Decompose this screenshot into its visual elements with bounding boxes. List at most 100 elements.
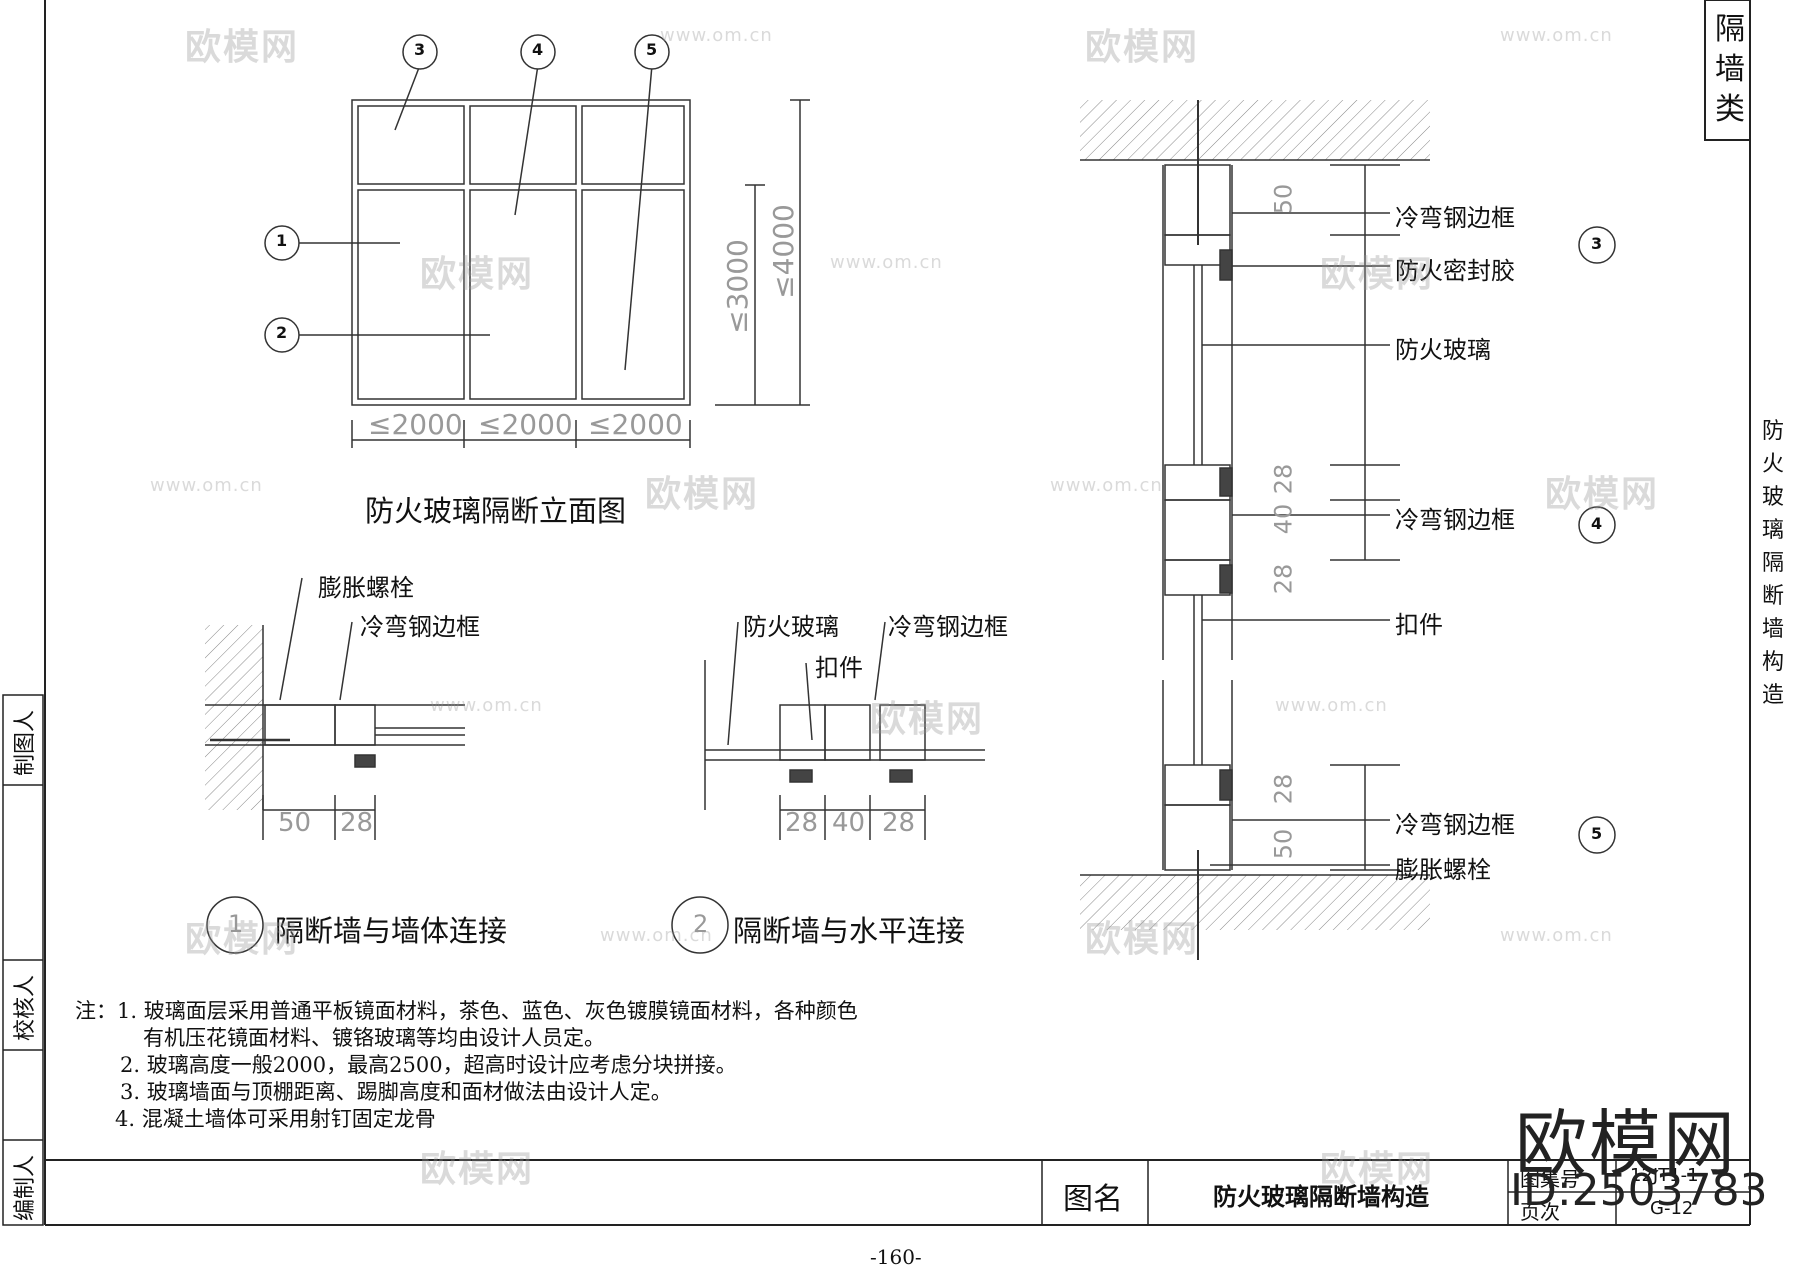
title-block-atlas-value: 12JT1-1 <box>1630 1165 1699 1186</box>
watermark-brand: 欧模网 <box>645 474 760 515</box>
detail-1-number: 1 <box>228 910 244 938</box>
detail-1-drawing <box>205 577 465 840</box>
elevation-callouts <box>264 34 670 353</box>
watermark-logo: 欧模网 <box>1515 1102 1738 1186</box>
callout-5-section <box>1578 816 1616 854</box>
detail-1-label-frame: 冷弯钢边框 <box>360 613 480 641</box>
section-dim-5: 28 <box>1269 773 1298 805</box>
detail-1-dim-2: 28 <box>340 808 374 838</box>
watermark-brand: 欧模网 <box>185 919 300 960</box>
callout-2-label: 2 <box>276 323 288 342</box>
title-block-page-label: 页次 <box>1520 1200 1560 1224</box>
detail-1-label-bolt: 膨胀螺栓 <box>318 574 414 602</box>
callout-5-label: 5 <box>646 40 658 59</box>
page-number: -160- <box>870 1245 922 1269</box>
note-4: 4. 混凝土墙体可采用射钉固定龙骨 <box>115 1107 436 1131</box>
watermark-brand: 欧模网 <box>185 27 300 68</box>
watermark-id: ID:2503783 <box>1510 1165 1768 1216</box>
detail-2-dim-1: 28 <box>785 808 819 838</box>
strip-drafter: 制图人 <box>13 709 39 777</box>
watermark-url: www.om.cn <box>430 695 543 716</box>
watermark-url: www.om.cn <box>1500 25 1613 46</box>
section-dim-3: 40 <box>1269 503 1298 535</box>
section-label-frame-top: 冷弯钢边框 <box>1395 204 1515 232</box>
watermark-brand: 欧模网 <box>1545 474 1660 515</box>
callout-4 <box>520 34 556 70</box>
strip-checker: 校核人 <box>13 974 39 1042</box>
left-strip <box>2 694 44 1226</box>
elevation-drawing <box>298 64 810 448</box>
callout-4-section <box>1578 506 1616 544</box>
detail-1-title: 隔断墙与墙体连接 <box>275 914 508 948</box>
detail-1-circle <box>206 896 264 954</box>
section-drawing <box>1080 100 1430 960</box>
elevation-title: 防火玻璃隔断立面图 <box>365 494 627 528</box>
dim-h-2: ≤2000 <box>478 408 573 441</box>
watermark-url: www.om.cn <box>600 925 713 946</box>
section-callout-5-label: 5 <box>1591 824 1603 843</box>
note-1-cont: 有机压花镜面材料、镀铬玻璃等均由设计人员定。 <box>143 1026 605 1050</box>
dim-v-1: ≤3000 <box>720 239 754 334</box>
watermark-url: www.om.cn <box>1050 475 1163 496</box>
dim-h-1: ≤2000 <box>368 408 463 441</box>
watermark-url: www.om.cn <box>660 25 773 46</box>
detail-2-label-glass: 防火玻璃 <box>743 613 839 641</box>
section-label-bolt: 膨胀螺栓 <box>1395 856 1491 884</box>
dim-v-2: ≤4000 <box>766 204 800 299</box>
detail-2-drawing <box>704 621 985 840</box>
detail-2-dim-2: 40 <box>832 808 866 838</box>
note-1: 注：1. 玻璃面层采用普通平板镜面材料，茶色、蓝色、灰色镀膜镜面材料，各种颜色 <box>75 999 858 1023</box>
note-2: 2. 玻璃高度一般2000，最高2500，超高时设计应考虑分块拼接。 <box>120 1053 737 1077</box>
detail-1-dim-1: 50 <box>278 808 312 838</box>
callout-3-label: 3 <box>414 40 426 59</box>
section-callouts <box>1578 226 1616 854</box>
detail-2-label-frame: 冷弯钢边框 <box>888 613 1008 641</box>
callout-2 <box>264 317 300 353</box>
watermark-url: www.om.cn <box>1275 695 1388 716</box>
category-box <box>1704 0 1751 141</box>
section-label-glass: 防火玻璃 <box>1395 336 1491 364</box>
watermark-url: www.om.cn <box>1500 925 1613 946</box>
watermark-brand: 欧模网 <box>420 254 535 295</box>
watermark-brand: 欧模网 <box>1085 919 1200 960</box>
section-dim-2: 28 <box>1269 463 1298 495</box>
category-label: 隔墙类 <box>1715 12 1745 127</box>
title-block <box>1041 1160 1750 1225</box>
section-label-frame-mid: 冷弯钢边框 <box>1395 506 1515 534</box>
watermark-brand: 欧模网 <box>1320 1149 1435 1190</box>
watermark-brand: 欧模网 <box>870 699 985 740</box>
dim-h-3: ≤2000 <box>588 408 683 441</box>
section-dim-6: 50 <box>1269 828 1298 860</box>
title-block-name: 防火玻璃隔断墙构造 <box>1213 1183 1429 1211</box>
section-label-frame-bottom: 冷弯钢边框 <box>1395 811 1515 839</box>
section-label-clip: 扣件 <box>1395 611 1443 639</box>
note-3: 3. 玻璃墙面与顶棚距离、踢脚高度和面材做法由设计人定。 <box>120 1080 672 1104</box>
section-callout-3-label: 3 <box>1591 234 1603 253</box>
watermark-brand: 欧模网 <box>420 1149 535 1190</box>
detail-2-number: 2 <box>693 910 709 938</box>
section-dim-1: 50 <box>1269 183 1298 215</box>
sheet-border <box>44 0 1751 1226</box>
detail-2-title: 隔断墙与水平连接 <box>733 914 966 948</box>
callout-1-label: 1 <box>276 231 288 250</box>
detail-2-dim-3: 28 <box>882 808 916 838</box>
strip-compiler: 编制人 <box>13 1154 39 1222</box>
callout-1 <box>264 225 300 261</box>
callout-5 <box>634 34 670 70</box>
side-title: 防火玻璃隔断墙构造 <box>1761 419 1784 708</box>
watermark-brand: 欧模网 <box>1320 254 1435 295</box>
section-label-sealant: 防火密封胶 <box>1395 257 1515 285</box>
callout-3 <box>402 34 438 70</box>
watermark-url: www.om.cn <box>830 252 943 273</box>
section-callout-4-label: 4 <box>1591 514 1603 533</box>
watermark-brand: 欧模网 <box>1085 27 1200 68</box>
watermark-url: www.om.cn <box>150 475 263 496</box>
title-block-atlas-label: 图集号 <box>1520 1167 1580 1191</box>
detail-2-circle <box>671 896 729 954</box>
detail-2-label-clip: 扣件 <box>815 654 863 682</box>
title-block-page-value: G-12 <box>1650 1198 1694 1219</box>
section-dim-4: 28 <box>1269 563 1298 595</box>
callout-3-section <box>1578 226 1616 264</box>
callout-4-label: 4 <box>532 40 544 59</box>
